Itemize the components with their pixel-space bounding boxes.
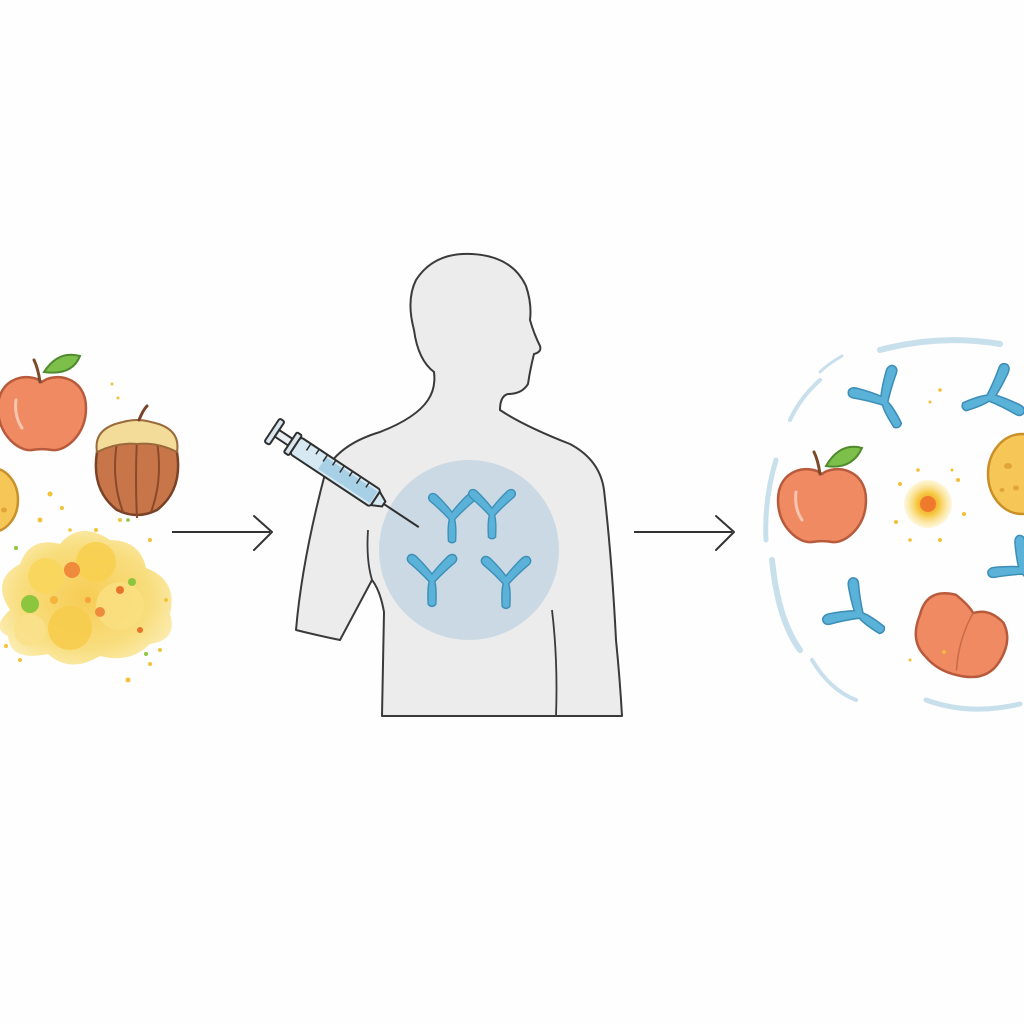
yellow-fruit-icon — [986, 432, 1024, 516]
antibody-icon — [845, 362, 924, 442]
chest-antibody-zone — [379, 460, 559, 640]
peach-icon — [914, 592, 1009, 679]
stage-immunotherapy-injection — [264, 252, 623, 717]
syringe-icon — [264, 418, 420, 528]
allergen-particle-icon — [894, 388, 966, 662]
stage-food-allergens — [0, 353, 180, 683]
apple-icon — [0, 353, 88, 452]
antibody-icon — [952, 361, 1024, 434]
arrow-to-injection — [172, 515, 273, 551]
yellow-fruit-icon — [0, 468, 20, 532]
hazelnut-icon — [94, 404, 180, 519]
tolerance-ring — [763, 337, 1023, 712]
stage-immune-tolerance — [763, 337, 1024, 712]
allergen-pollen-cloud-icon — [0, 382, 172, 683]
arrow-to-tolerance — [634, 515, 735, 551]
apple-icon — [776, 445, 868, 544]
antibody-icon — [985, 532, 1024, 610]
antibody-icon — [820, 575, 900, 655]
